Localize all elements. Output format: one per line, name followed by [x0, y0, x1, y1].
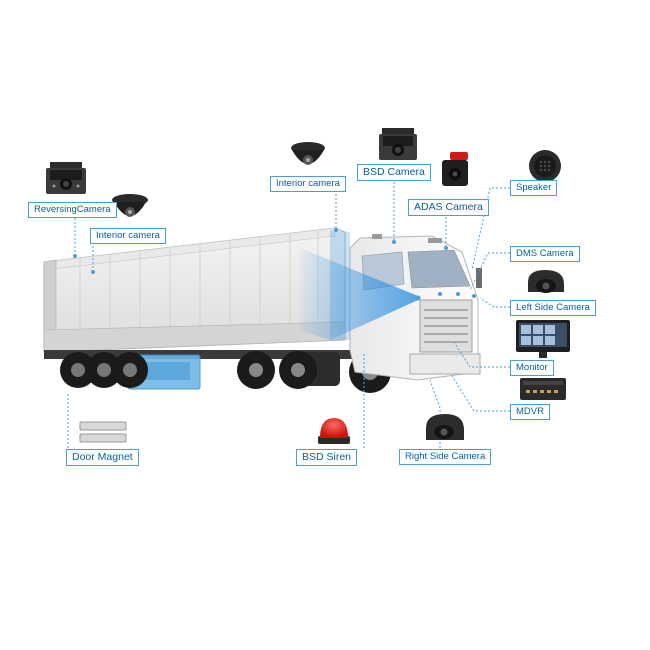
reversing-camera-icon	[46, 162, 86, 194]
label-interior-camera-top: Interior camera	[270, 176, 346, 192]
label-monitor: Monitor	[510, 360, 554, 376]
label-door-magnet: Door Magnet	[66, 449, 139, 466]
label-bsd-camera: BSD Camera	[357, 164, 431, 181]
label-right-side-camera: Right Side Camera	[399, 449, 492, 465]
bsd-siren-icon	[318, 418, 350, 444]
monitor-icon	[516, 320, 570, 358]
label-bsd-siren: BSD Siren	[296, 449, 358, 466]
label-speaker: Speaker	[510, 180, 558, 196]
speaker-icon	[529, 150, 561, 182]
mdvr-icon	[520, 378, 566, 400]
connector-dots	[73, 228, 476, 301]
label-interior-camera-rear: Interior camera	[90, 228, 166, 244]
connector-lines	[67, 178, 510, 452]
left-side-camera-icon	[528, 270, 564, 293]
adas-camera-icon	[442, 152, 468, 186]
label-mdvr: MDVR	[510, 404, 550, 420]
camera-coverage-beam	[300, 248, 418, 340]
interior-camera-top-icon	[291, 142, 325, 165]
interior-camera-rear-icon	[112, 194, 148, 217]
label-reversing-camera: ReversingCamera	[28, 202, 117, 218]
right-side-camera-icon	[426, 414, 464, 440]
trailer-wheels	[60, 352, 148, 388]
truck-illustration	[43, 227, 482, 393]
label-left-side-camera: Left Side Camera	[510, 300, 596, 316]
bsd-camera-icon	[379, 128, 417, 160]
door-magnet-icon	[79, 421, 127, 443]
label-adas-camera: ADAS Camera	[408, 199, 489, 216]
label-dms-camera: DMS Camera	[510, 246, 580, 262]
